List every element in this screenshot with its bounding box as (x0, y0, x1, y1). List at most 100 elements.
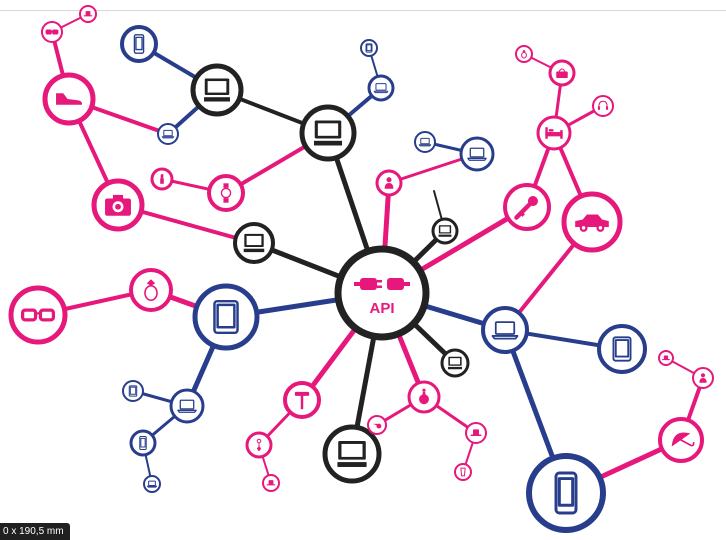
node-ring (192, 283, 260, 351)
top-divider (0, 10, 726, 11)
node-hat-bottom-left (262, 474, 280, 492)
node-bag-upper-right (548, 59, 576, 87)
desktop-computer-icon (438, 225, 452, 237)
status-dimension-readout: 0 x 190,5 mm (0, 523, 70, 540)
smartphone-icon (554, 471, 578, 515)
node-bed-upper-right (536, 115, 572, 151)
desktop-computer-icon (313, 120, 343, 146)
node-shoe-top-left (42, 72, 96, 126)
node-pc-small-right (440, 348, 470, 378)
hat-icon (662, 355, 670, 361)
lipstick-icon (160, 173, 164, 184)
node-ring (157, 123, 179, 145)
person-icon (384, 177, 394, 189)
tablet-icon (612, 336, 632, 362)
node-lipstick-mid-left (150, 167, 174, 191)
headphones-icon (597, 100, 609, 110)
laptop-icon (373, 83, 389, 94)
tablet-icon (365, 43, 373, 53)
desktop-computer-icon (204, 78, 230, 102)
node-ring (515, 45, 533, 63)
umbrella-icon (671, 432, 695, 447)
desktop-computer-icon (337, 441, 367, 467)
laptop-icon (467, 147, 487, 161)
node-ring (414, 131, 436, 153)
node-hat-top-left (79, 5, 97, 23)
node-ring (122, 380, 144, 402)
node-earring-bottom-left (245, 431, 273, 459)
node-glasses-left (8, 285, 68, 345)
ring-icon (144, 279, 158, 301)
node-computer-mid-left (233, 222, 275, 264)
node-laptop-mid-right (459, 136, 495, 172)
watch-icon (220, 183, 232, 203)
node-ring (334, 245, 430, 341)
node-computer-top (299, 104, 357, 162)
node-camera-left (91, 178, 145, 232)
node-ring (592, 95, 614, 117)
node-api-hub: API (334, 245, 430, 341)
node-tablet-far-right (597, 324, 647, 374)
tablet-icon (128, 385, 138, 397)
node-ring (129, 268, 173, 312)
bed-icon (545, 127, 563, 139)
node-ring (526, 453, 606, 533)
node-pc-small-upper (431, 217, 459, 245)
node-watch-mid-left (207, 174, 245, 212)
node-glass-bottom-right (454, 463, 472, 481)
laptop-icon (418, 137, 432, 147)
node-phone-top (120, 25, 158, 63)
hat-icon (266, 480, 276, 486)
whistle-icon (372, 423, 382, 429)
node-computer-bottom (322, 424, 382, 484)
node-sunglasses-top-left (41, 21, 63, 43)
node-laptop-right (481, 306, 529, 354)
smartphone-icon (139, 436, 147, 450)
node-ring (143, 475, 161, 493)
handbag-icon (556, 68, 568, 79)
node-ring (129, 429, 157, 457)
node-ring (367, 74, 395, 102)
node-laptop-top-small (367, 74, 395, 102)
tablet-icon (213, 299, 239, 335)
ring-icon (521, 49, 527, 59)
laptop-icon (161, 129, 175, 139)
node-hammer-bottom (283, 381, 321, 419)
node-key-right (503, 183, 551, 231)
node-ring (41, 21, 63, 43)
node-tablet-top-tiny (360, 39, 378, 57)
node-ring-top-right (515, 45, 533, 63)
node-headphones-upper-right (592, 95, 614, 117)
node-hat-bottom-right (465, 422, 487, 444)
node-ring (8, 285, 68, 345)
node-laptop-lower-left-tiny (143, 475, 161, 493)
laptop-icon (177, 399, 197, 413)
node-person-far-right (692, 367, 714, 389)
node-layer: API (8, 5, 714, 533)
perfume-bottle-icon (419, 388, 429, 405)
node-tablet-lower-left-small (122, 380, 144, 402)
node-phone-lower-left (129, 429, 157, 457)
sunglasses-icon (45, 29, 59, 35)
desktop-computer-icon (447, 356, 463, 370)
node-laptop-lower-left (169, 388, 205, 424)
car-icon (575, 214, 609, 232)
node-ring (481, 306, 529, 354)
key-icon (514, 196, 538, 220)
node-laptop-upper-right-small (414, 131, 436, 153)
node-computer-upper-left (190, 63, 244, 117)
drinking-glass-icon (460, 467, 466, 477)
laptop-icon (146, 480, 158, 488)
node-whistle-bottom (367, 415, 387, 435)
plug-connector-icon (354, 278, 410, 290)
camera-icon (105, 194, 131, 216)
node-user-mid (375, 169, 403, 197)
node-laptop-upper-left (157, 123, 179, 145)
node-ring-left (129, 268, 173, 312)
node-ring (120, 25, 158, 63)
eyeglasses-icon (20, 308, 56, 322)
node-ring (459, 136, 495, 172)
node-hat-far-right (658, 350, 674, 366)
hat-icon (83, 11, 93, 17)
